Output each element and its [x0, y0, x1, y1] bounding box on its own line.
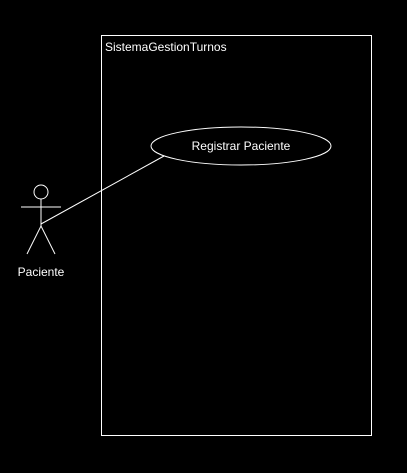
actor-head — [33, 184, 49, 200]
actor-stick-figure — [21, 184, 61, 255]
actor-left-leg — [26, 225, 42, 255]
system-boundary — [101, 35, 372, 436]
actor-right-leg — [40, 225, 56, 255]
usecase-ellipse — [150, 126, 332, 166]
association-line — [40, 155, 165, 225]
actor-label: Paciente — [17, 265, 65, 279]
system-title: SistemaGestionTurnos — [105, 40, 227, 54]
usecase-label: Registrar Paciente — [191, 139, 291, 153]
